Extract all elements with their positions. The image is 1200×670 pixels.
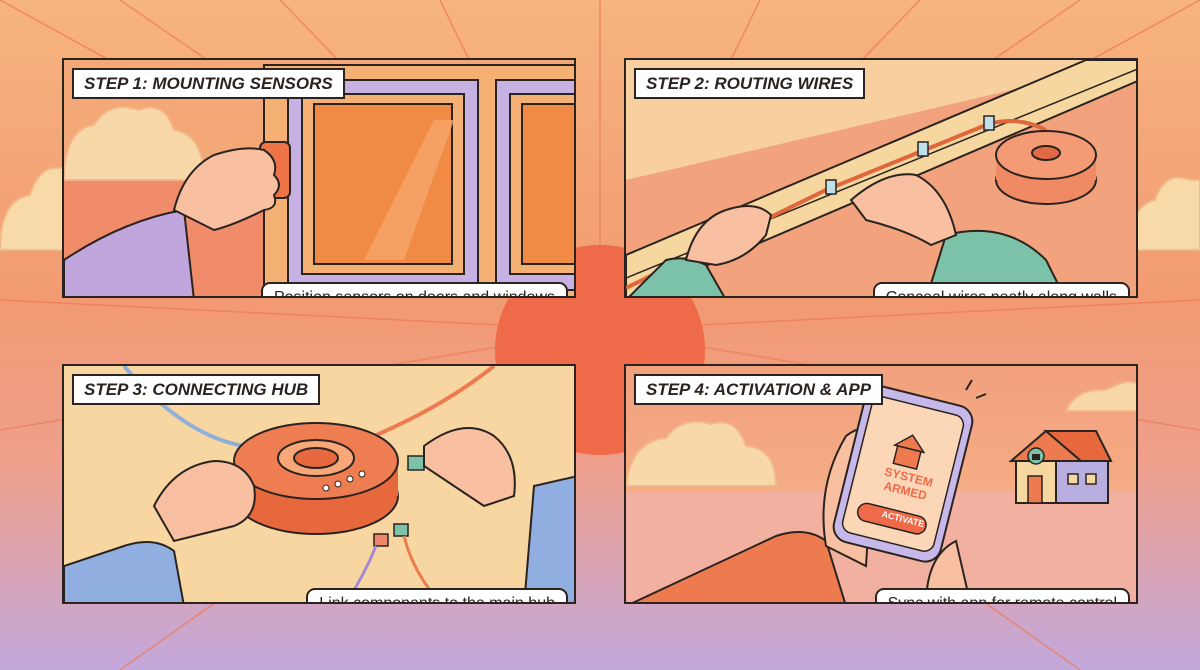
- step-caption: Position sensors on doors and windows: [260, 282, 568, 296]
- step-title: STEP 3: CONNECTING HUB: [72, 374, 321, 405]
- routing-wires-illustration: [626, 60, 1136, 296]
- step-title: STEP 4: ACTIVATION & APP: [634, 374, 884, 405]
- step-3-panel: STEP 3: CONNECTING HUB Link components t…: [62, 364, 576, 604]
- cloud-icon: [626, 380, 1136, 487]
- step-caption: Conceal wires neatly along walls: [872, 282, 1130, 296]
- step-1-panel: STEP 1: MOUNTING SENSORS Position sensor…: [62, 58, 576, 298]
- step-title: STEP 1: MOUNTING SENSORS: [72, 68, 345, 99]
- wire-spool: [995, 130, 1097, 205]
- step-4-panel: SYSTEM ARMED ACTIVATE STEP 4: ACTIVATION…: [624, 364, 1138, 604]
- house-icon: [892, 434, 926, 471]
- cloud-icon: [64, 106, 206, 181]
- step-caption: Sync with app for remote control: [874, 588, 1130, 602]
- step-2-panel: STEP 2: ROUTING WIRES Conceal wires neat…: [624, 58, 1138, 298]
- connecting-hub-illustration: [64, 366, 574, 602]
- wire-clip: [825, 115, 995, 195]
- step-caption: Link components to the main hub: [306, 588, 568, 602]
- step-title: STEP 2: ROUTING WIRES: [634, 68, 866, 99]
- mounting-sensors-illustration: [64, 60, 574, 296]
- lock-icon: [1027, 447, 1045, 465]
- activation-app-illustration: [626, 366, 1136, 602]
- hub-device: [233, 422, 399, 535]
